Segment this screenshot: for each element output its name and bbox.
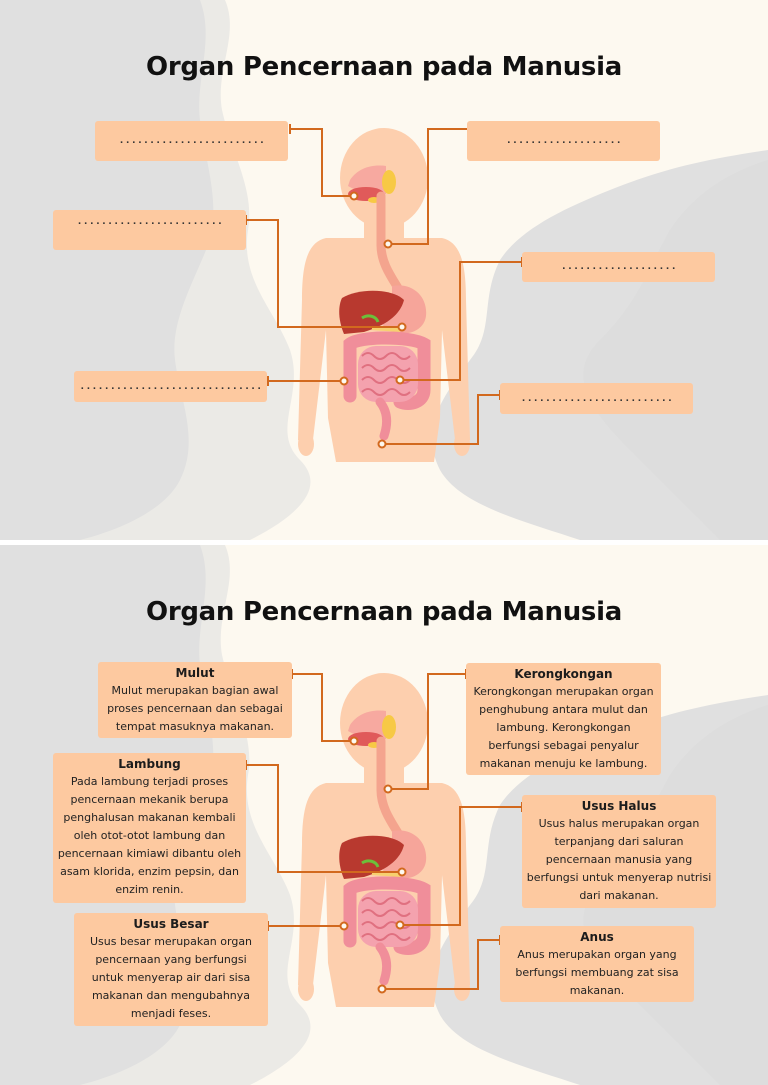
stomach-organ (380, 285, 427, 334)
page-title: Organ Pencernaan pada Manusia (146, 52, 622, 82)
liver-organ (339, 835, 404, 879)
small-intestine-organ (358, 891, 418, 947)
connector-usus-halus (400, 261, 522, 381)
connector-usus-halus (400, 806, 522, 926)
worksheet-panel: Organ Pencernaan pada Manusia (0, 0, 768, 540)
connector-mulut (292, 673, 354, 742)
blank-box-usus-besar[interactable]: .............................. (74, 371, 267, 402)
blank-box-anus[interactable]: ......................... (500, 383, 693, 414)
info-card-anus: Anus Anus merupakan organ yang berfungsi… (500, 926, 694, 1002)
blank-box-lambung[interactable]: ........................ (53, 210, 246, 250)
card-text-lambung: Pada lambung terjadi proses pencernaan m… (57, 775, 242, 896)
rectum-organ (375, 942, 392, 986)
liver-organ (339, 290, 404, 334)
card-text-usus-besar: Usus besar merupakan organ pencernaan ya… (89, 935, 253, 1020)
info-card-mulut: Mulut Mulut merupakan bagian awal proses… (98, 662, 292, 738)
connector-kerongkongan (388, 673, 466, 790)
connector-lambung (246, 219, 402, 328)
connector-anus (382, 394, 500, 445)
card-title-usus-besar: Usus Besar (133, 917, 209, 931)
info-card-lambung: Lambung Pada lambung terjadi proses penc… (53, 753, 246, 903)
digestive-system-illustration (245, 669, 523, 1007)
info-card-kerongkongan: Kerongkongan Kerongkongan merupakan orga… (466, 663, 661, 775)
rectum-organ (375, 397, 392, 441)
info-card-usus-besar: Usus Besar Usus besar merupakan organ pe… (74, 913, 268, 1026)
connector-lambung (246, 764, 402, 873)
blank-box-mulut[interactable]: ........................ (95, 121, 288, 161)
connector-anus (382, 939, 500, 990)
card-title-usus-halus: Usus Halus (581, 799, 657, 813)
blank-box-usus-halus[interactable]: ................... (522, 252, 715, 282)
large-intestine-organ (343, 876, 431, 955)
blank-box-kerongkongan[interactable]: ................... (467, 121, 660, 161)
card-title-lambung: Lambung (118, 757, 181, 771)
card-title-kerongkongan: Kerongkongan (514, 667, 613, 681)
answer-key-panel: Organ Pencernaan pada Manusia (0, 545, 768, 1085)
info-card-usus-halus: Usus Halus Usus halus merupakan organ te… (522, 795, 716, 908)
panel-separator (0, 540, 768, 545)
page-title: Organ Pencernaan pada Manusia (146, 597, 622, 627)
card-text-anus: Anus merupakan organ yang berfungsi memb… (515, 948, 679, 997)
mouth-organ (348, 710, 396, 748)
large-intestine-organ (343, 331, 431, 410)
connector-mulut (290, 128, 354, 197)
connector-lines (245, 124, 523, 449)
small-intestine-organ (358, 346, 418, 402)
digestive-system-illustration (245, 124, 523, 462)
connector-kerongkongan (388, 128, 468, 245)
card-text-kerongkongan: Kerongkongan merupakan organ penghubung … (473, 685, 654, 770)
stomach-organ (380, 830, 427, 879)
card-title-mulut: Mulut (175, 666, 215, 680)
card-title-anus: Anus (580, 930, 614, 944)
card-text-usus-halus: Usus halus merupakan organ terpanjang da… (526, 817, 712, 902)
card-text-mulut: Mulut merupakan bagian awal proses pence… (107, 684, 283, 733)
